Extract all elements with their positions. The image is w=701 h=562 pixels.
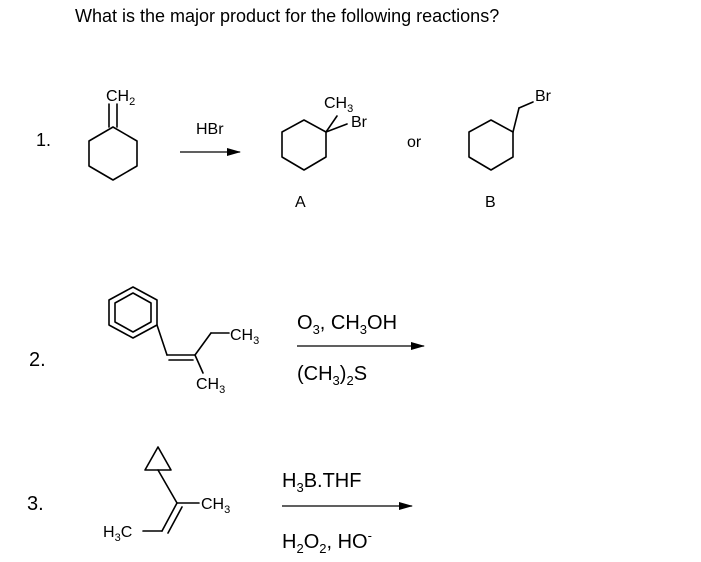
reagent-part: H (282, 470, 296, 492)
subscript: 2 (296, 541, 303, 556)
ch3-text: CH (196, 376, 219, 393)
product-b-letter: B (485, 194, 496, 211)
h-text: H (103, 524, 115, 541)
methyl-bond (325, 115, 338, 133)
subscript: 3 (219, 384, 225, 396)
c-text: C (121, 524, 133, 541)
cyclohexane-ring (281, 119, 327, 171)
reagent-part: O (297, 312, 313, 334)
product-a-letter: A (295, 194, 306, 211)
bromine-bond (325, 123, 348, 133)
reaction-number: 3. (27, 493, 44, 515)
reagent-bottom: H2O2, HO- (282, 528, 372, 556)
reagent-part: S (354, 363, 367, 385)
reaction-2: 2. CH3 CH3 O3, CH3OH (29, 286, 425, 396)
cyclopropane-ring (144, 446, 172, 471)
ch2-bond (512, 107, 520, 133)
or-label: or (407, 134, 422, 151)
ch2-label-text: CH (106, 88, 129, 105)
reagent-part: OH (367, 312, 397, 334)
left-group: H3C (103, 524, 132, 544)
reagent-part: (CH (297, 363, 333, 385)
subscript: 2 (129, 96, 135, 108)
reagent-part: , HO (326, 531, 367, 553)
ch3-text: CH (201, 496, 224, 513)
reaction-3: 3. H3C CH3 H3B.THF H2O2, HO- (27, 446, 413, 556)
reagent-part: , CH (320, 312, 360, 334)
subscript: 3 (296, 480, 303, 495)
br-label: Br (351, 114, 368, 131)
reagent-part: O (304, 531, 320, 553)
cyclohexane-ring (88, 126, 138, 181)
reagent-top: H3B.THF (282, 470, 361, 495)
ring-substituent-bond (157, 469, 178, 504)
reaction-number: 2. (29, 349, 46, 371)
reaction-number: 1. (36, 130, 51, 150)
br-label: Br (535, 88, 552, 105)
reagent-part: ) (340, 363, 347, 385)
reagent-label: HBr (196, 121, 224, 138)
ethyl-bond (194, 332, 212, 356)
methyl-bond (194, 354, 204, 374)
ch3-label: CH3 (324, 95, 353, 115)
alkene-phenyl-structure: CH3 CH3 (108, 286, 259, 396)
ch2-label: CH2 (106, 88, 135, 108)
substituent-top: CH3 (230, 327, 259, 347)
methylenecyclohexane-structure: CH2 (88, 88, 138, 181)
cyclopropyl-alkene-structure: H3C CH3 (103, 446, 230, 544)
subscript: 3 (224, 504, 230, 516)
subscript: 2 (319, 541, 326, 556)
subscript: 3 (333, 373, 340, 388)
subscript: 3 (347, 103, 353, 115)
subscript: 2 (346, 373, 353, 388)
product-a-structure: CH3 Br A (281, 95, 368, 211)
product-b-structure: Br B (468, 88, 552, 211)
cyclohexane-ring (468, 119, 514, 171)
alkene-double-bond (161, 502, 178, 532)
alkene-double-bond (167, 506, 183, 534)
bromine-bond (518, 101, 534, 109)
substituent-bottom: CH3 (196, 376, 225, 396)
subscript: 3 (313, 322, 320, 337)
reagent-part: B.THF (304, 470, 362, 492)
phenyl-vinyl-bond (156, 324, 168, 356)
superscript: - (368, 528, 372, 543)
reaction-1: 1. CH2 HBr CH3 Br (36, 88, 552, 211)
subscript: 3 (115, 532, 121, 544)
ch3-text: CH (230, 327, 253, 344)
benzene-inner-ring (114, 292, 152, 333)
reagent-bottom: (CH3)2S (297, 363, 367, 388)
reagent-top: O3, CH3OH (297, 312, 397, 337)
reagent-part: H (282, 531, 296, 553)
ch3-label-text: CH (324, 95, 347, 112)
subscript: 3 (253, 335, 259, 347)
subscript: 3 (360, 322, 367, 337)
question-text: What is the major product for the follow… (75, 6, 499, 26)
benzene-ring (108, 286, 158, 339)
right-group: CH3 (201, 496, 230, 516)
